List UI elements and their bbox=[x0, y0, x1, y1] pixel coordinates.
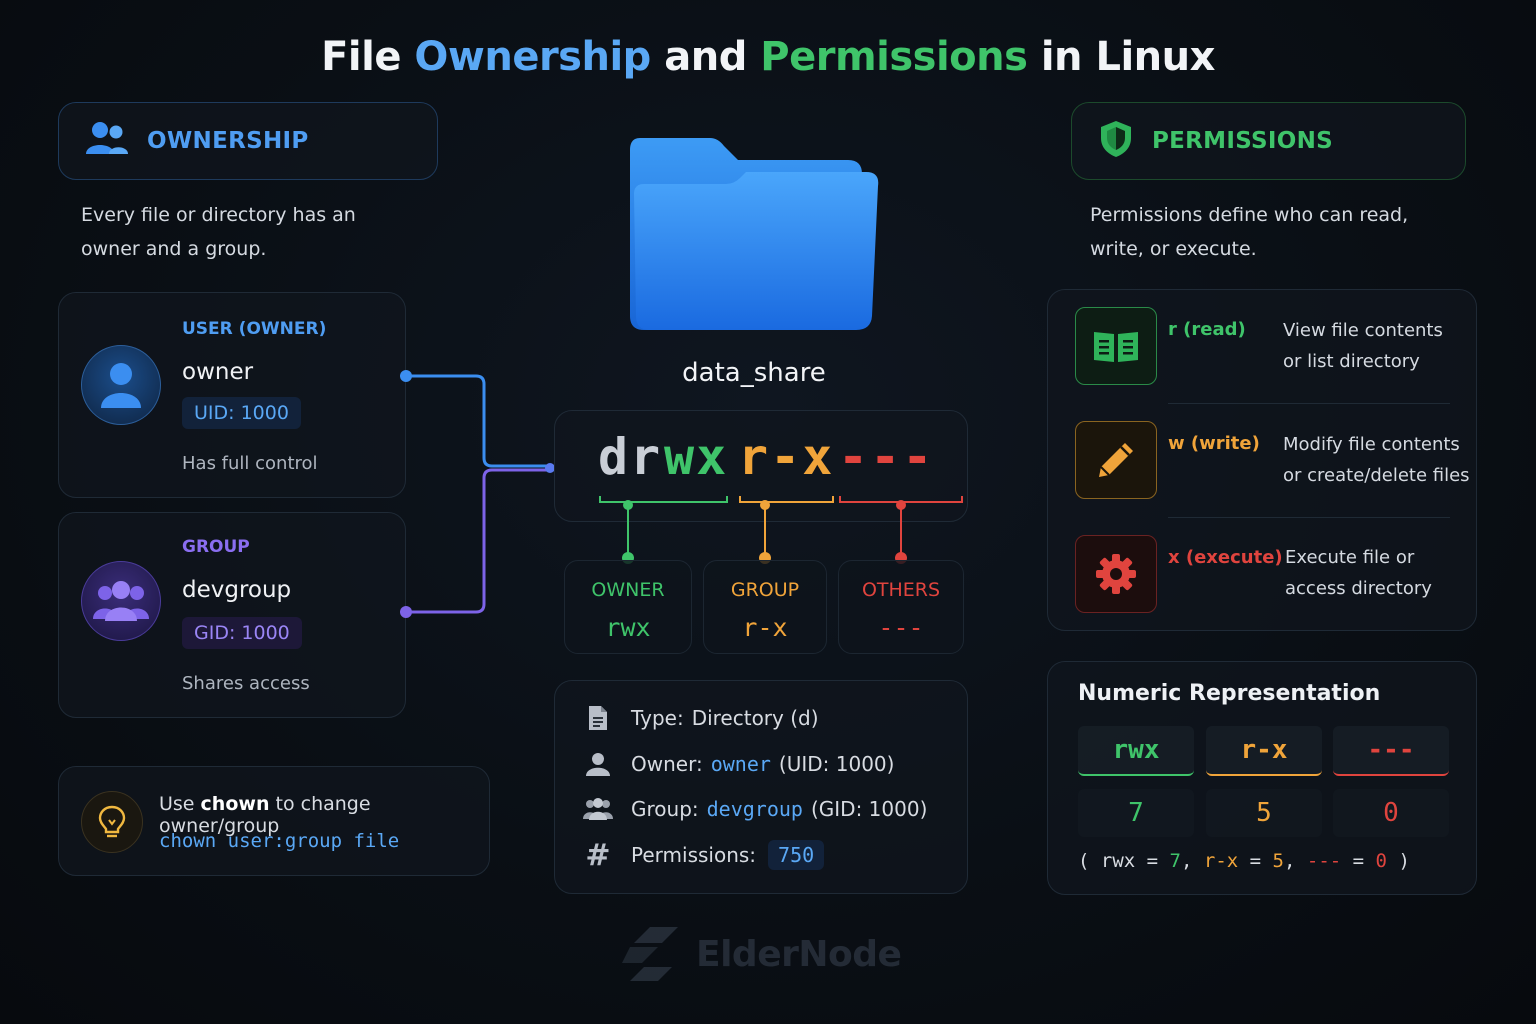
numeric-owner-value: 7 bbox=[1078, 789, 1194, 837]
chown-keyword: chown bbox=[200, 793, 270, 815]
read-permission-icon-box bbox=[1075, 307, 1157, 385]
user-icon bbox=[583, 751, 613, 777]
pencil-icon bbox=[1099, 443, 1133, 477]
numeric-group-perm: r-x bbox=[1206, 726, 1322, 776]
numeric-others-value: 0 bbox=[1333, 789, 1449, 837]
perm-owner-r: r bbox=[630, 428, 663, 486]
group-slot-label: GROUP bbox=[730, 579, 800, 601]
document-icon bbox=[583, 705, 613, 731]
title-part: File bbox=[321, 34, 415, 80]
user-name: owner bbox=[182, 359, 254, 385]
group-slot-value: r-x bbox=[742, 613, 788, 642]
folder-icon bbox=[626, 136, 882, 340]
user-avatar bbox=[81, 345, 161, 425]
chown-tip-card: Use chown to change owner/group chown us… bbox=[58, 766, 490, 876]
numeric-formula: ( rwx = 7, r-x = 5, --- = 0 ) bbox=[1078, 850, 1410, 872]
eldernode-logo-icon bbox=[622, 927, 678, 981]
ownership-header: OWNERSHIP bbox=[58, 102, 438, 180]
execute-permission-icon-box bbox=[1075, 535, 1157, 613]
user-role-label: USER (OWNER) bbox=[182, 319, 327, 339]
read-permission-label: r (read) bbox=[1168, 319, 1246, 340]
ownership-description: Every file or directory has an owner and… bbox=[81, 204, 356, 260]
divider bbox=[1168, 517, 1450, 518]
title-part: and bbox=[650, 34, 761, 80]
group-gid-badge: GID: 1000 bbox=[182, 617, 302, 649]
write-permission-icon-box bbox=[1075, 421, 1157, 499]
ownership-header-label: OWNERSHIP bbox=[147, 128, 309, 154]
group-card: GROUP devgroup GID: 1000 Shares access bbox=[58, 512, 406, 718]
write-permission-label: w (write) bbox=[1168, 433, 1260, 454]
write-permission-description: Modify file contents or create/delete fi… bbox=[1283, 434, 1470, 486]
chown-tip-text: Use chown to change owner/group bbox=[159, 793, 371, 837]
lightbulb-icon bbox=[81, 791, 143, 853]
page-title: File Ownership and Permissions in Linux bbox=[0, 34, 1536, 80]
group-slot: GROUP r-x bbox=[703, 560, 827, 654]
user-note: Has full control bbox=[182, 453, 318, 474]
perm-type-char: d bbox=[598, 428, 631, 486]
gear-icon bbox=[1096, 554, 1136, 594]
numeric-owner-perm: rwx bbox=[1078, 726, 1194, 776]
permissions-header-label: PERMISSIONS bbox=[1152, 128, 1334, 154]
title-permissions-word: Permissions bbox=[760, 34, 1028, 80]
perm-owner-wx: wx bbox=[664, 428, 729, 486]
shield-icon bbox=[1098, 119, 1134, 163]
info-type-row: Type:Directory (d) bbox=[583, 703, 819, 733]
group-name: devgroup bbox=[182, 577, 292, 603]
user-icon bbox=[101, 363, 141, 408]
book-icon bbox=[1094, 332, 1138, 362]
others-slot-value: --- bbox=[878, 613, 924, 642]
owner-slot-label: OWNER bbox=[591, 579, 665, 601]
owner-slot-value: rwx bbox=[605, 613, 651, 642]
hash-icon: # bbox=[585, 837, 611, 873]
user-owner-card: USER (OWNER) owner UID: 1000 Has full co… bbox=[58, 292, 406, 498]
numeric-representation-card bbox=[1047, 661, 1477, 895]
permissions-description: Permissions define who can read, write, … bbox=[1090, 204, 1409, 260]
info-permissions-row: # Permissions: 750 bbox=[583, 837, 825, 873]
execute-permission-label: x (execute) bbox=[1168, 547, 1283, 568]
info-group-row: Group:devgroup(GID: 1000) bbox=[583, 794, 927, 824]
group-avatar bbox=[81, 561, 161, 641]
group-icon bbox=[583, 797, 613, 821]
numeric-group-value: 5 bbox=[1206, 789, 1322, 837]
users-icon bbox=[85, 120, 129, 162]
title-part: in Linux bbox=[1027, 34, 1216, 80]
owner-slot: OWNER rwx bbox=[564, 560, 692, 654]
permissions-header: PERMISSIONS bbox=[1071, 102, 1466, 180]
file-name: data_share bbox=[682, 358, 826, 388]
permission-octal-badge: 750 bbox=[768, 840, 825, 870]
title-ownership-word: Ownership bbox=[414, 34, 651, 80]
others-slot-label: OTHERS bbox=[861, 579, 941, 601]
read-permission-description: View file contents or list directory bbox=[1283, 320, 1443, 372]
group-icon bbox=[93, 581, 149, 621]
numeric-others-perm: --- bbox=[1333, 726, 1449, 776]
info-owner-row: Owner:owner(UID: 1000) bbox=[583, 749, 894, 779]
others-slot: OTHERS --- bbox=[838, 560, 964, 654]
execute-permission-description: Execute file or access directory bbox=[1285, 547, 1432, 599]
perm-group-bits: r-x bbox=[738, 428, 835, 486]
file-info-card: Type:Directory (d) Owner:owner(UID: 1000… bbox=[554, 680, 968, 894]
divider bbox=[1168, 403, 1450, 404]
user-uid-badge: UID: 1000 bbox=[182, 397, 301, 429]
numeric-title: Numeric Representation bbox=[1078, 681, 1381, 706]
perm-others-bits: --- bbox=[838, 428, 935, 486]
chown-command: chown user:group file bbox=[159, 830, 400, 852]
group-role-label: GROUP bbox=[182, 537, 250, 557]
eldernode-wordmark: ElderNode bbox=[696, 933, 902, 975]
group-note: Shares access bbox=[182, 673, 310, 694]
eldernode-watermark: ElderNode bbox=[620, 925, 902, 983]
